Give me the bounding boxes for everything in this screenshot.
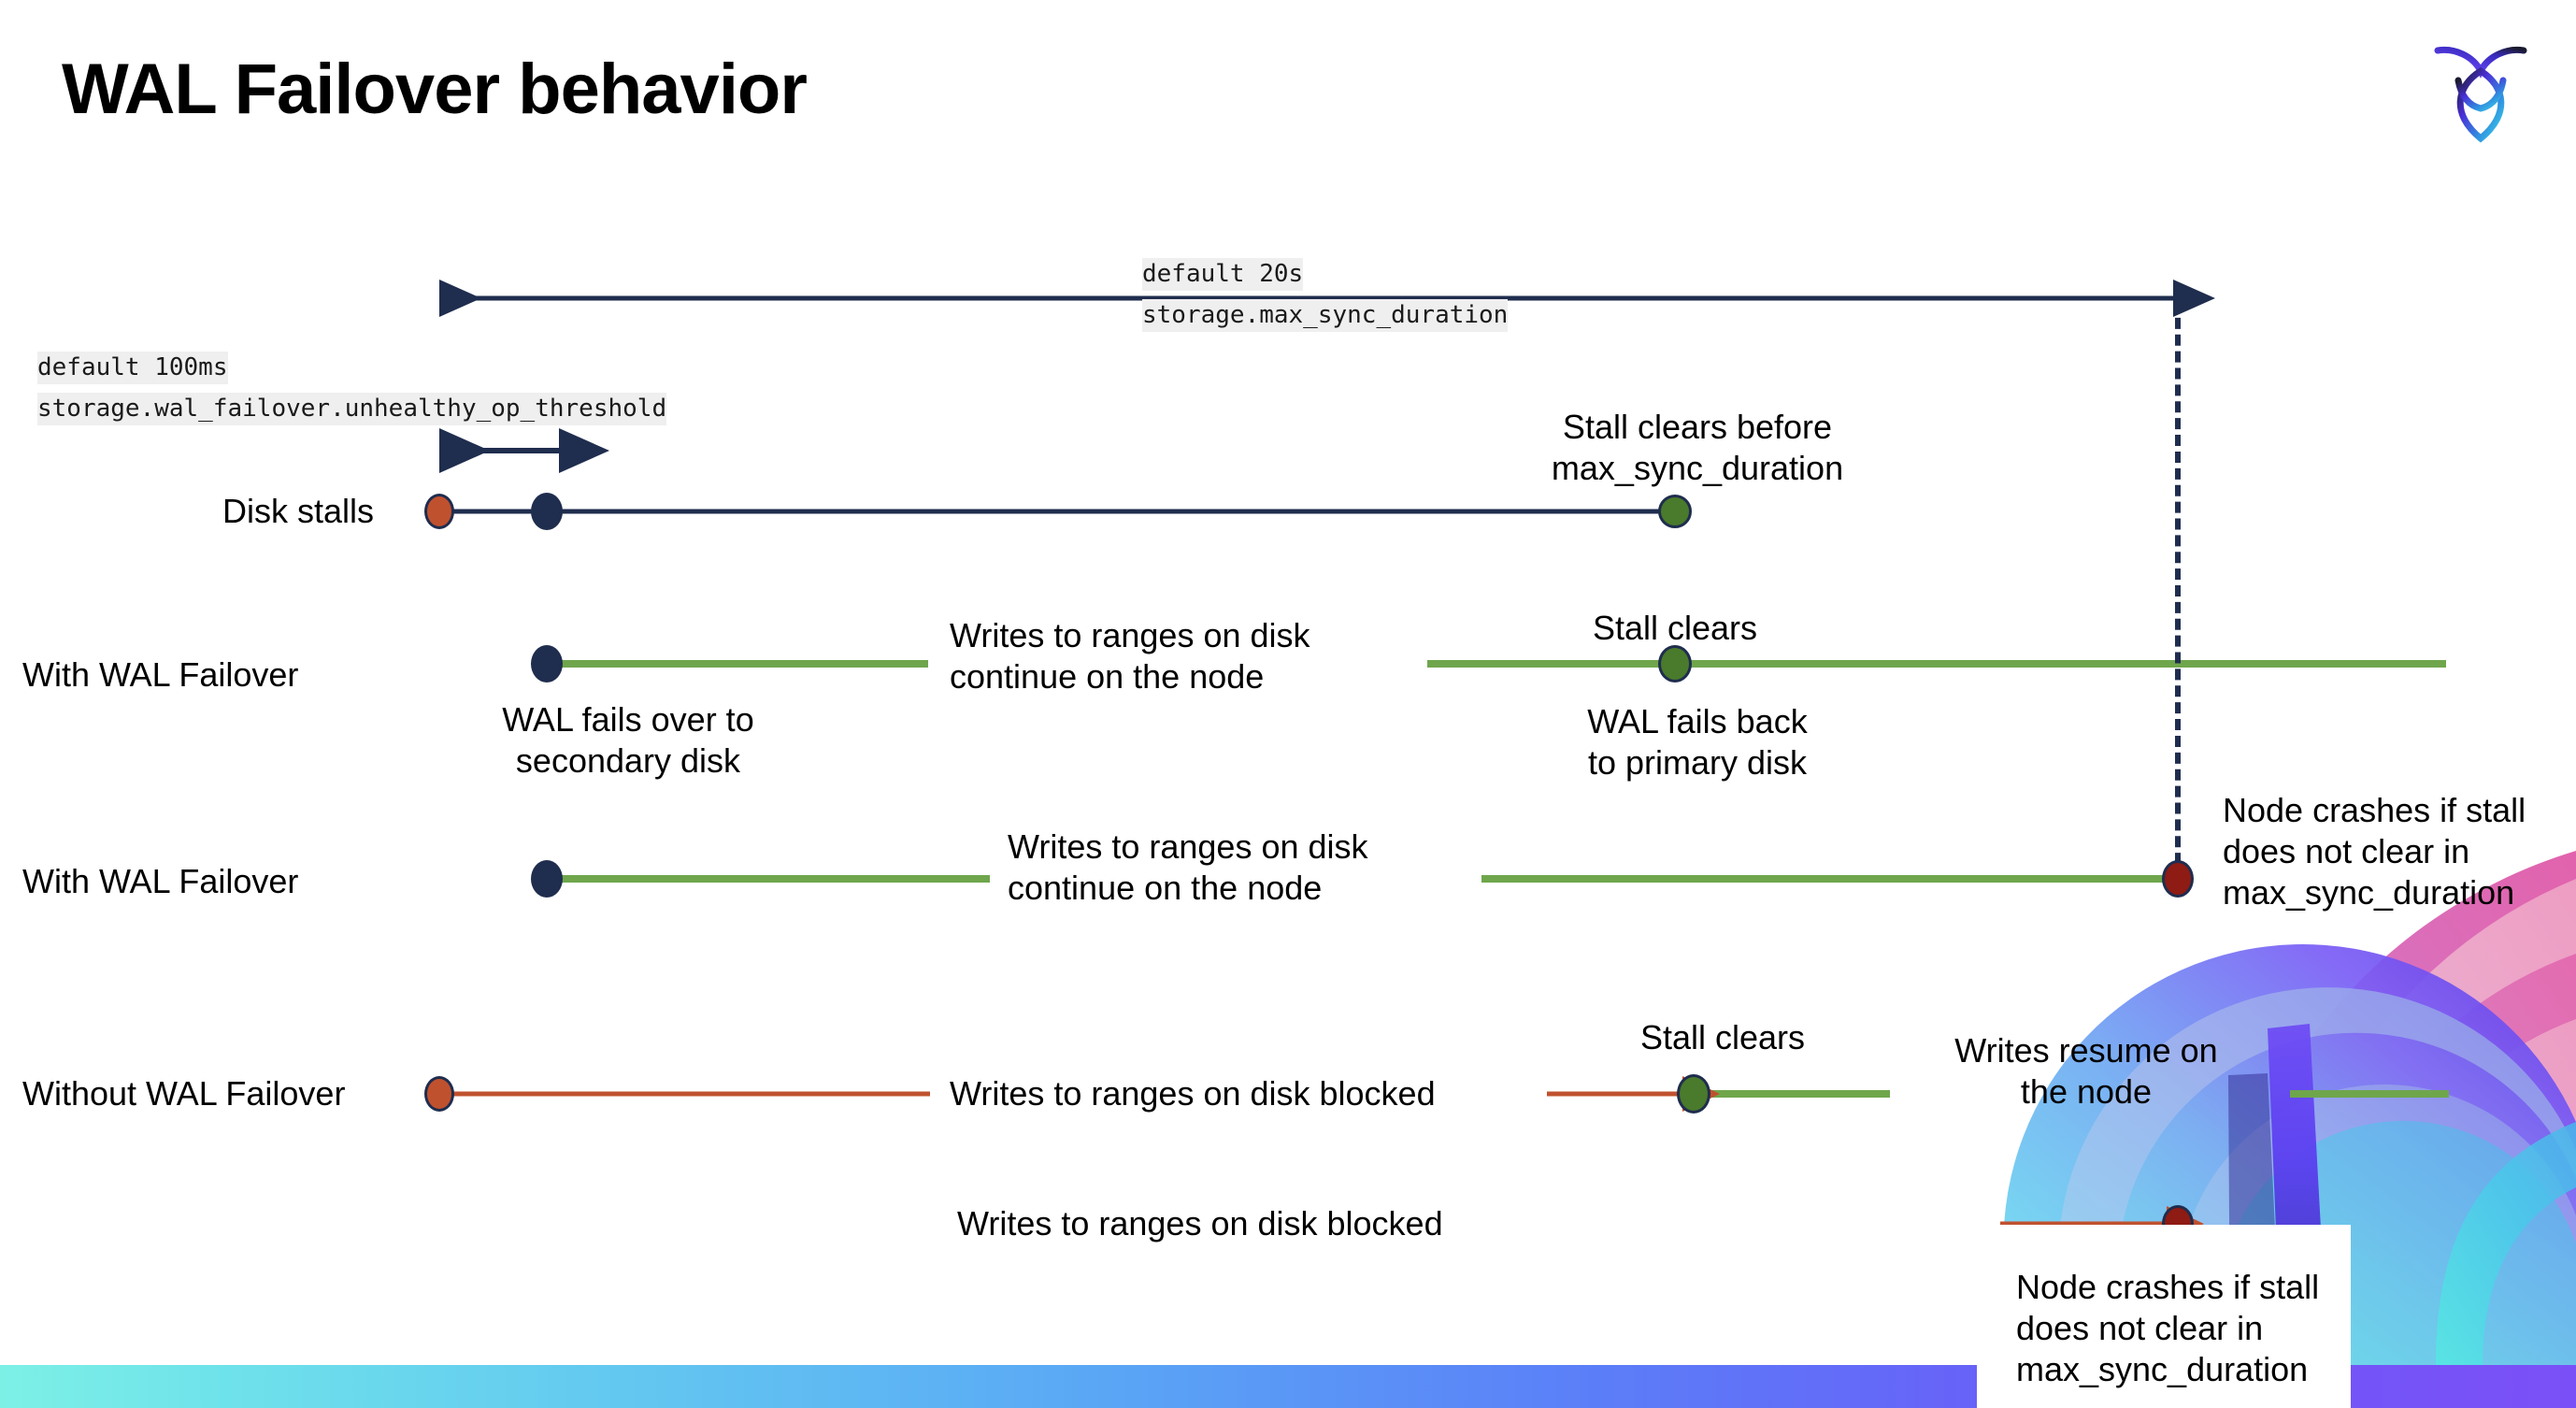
note-writes-blocked-2: Writes to ranges on disk blocked <box>957 1204 1443 1243</box>
row1-navy-line <box>439 509 1678 514</box>
unhealthy-setting-label: storage.wal_failover.unhealthy_op_thresh… <box>37 393 667 426</box>
max-sync-setting-label: storage.max_sync_duration <box>1142 299 1509 333</box>
row-label-with-wal-failover-1: With WAL Failover <box>22 655 299 694</box>
row2-green-line-left <box>547 660 928 668</box>
page-title: WAL Failover behavior <box>62 50 808 129</box>
note-node-crashes-2: Node crashes if stall does not clear in … <box>2016 1268 2320 1388</box>
row3-green-line-right <box>1481 875 2176 883</box>
row3-green-line-left <box>547 875 990 883</box>
note-stall-clears-2: Stall clears <box>1592 609 1758 647</box>
note-stall-clears-before: Stall clears before max_sync_duration <box>1551 408 1844 487</box>
cockroachdb-logo-icon <box>2425 28 2537 146</box>
white-mask-left <box>0 1173 2000 1365</box>
row2-stall-clears-dot <box>1658 645 1692 682</box>
row3-node-crash-dot <box>2162 860 2194 898</box>
note-writes-blocked-1: Writes to ranges on disk blocked <box>950 1074 1436 1113</box>
row2-green-line-right <box>1427 660 2446 668</box>
row-label-without-wal-failover-1: Without WAL Failover <box>22 1074 346 1113</box>
note-wal-fails-back: WAL fails back to primary disk <box>1587 702 1808 782</box>
max-sync-duration-dashed-connector <box>2175 301 2181 881</box>
note-writes-continue-1: Writes to ranges on disk continue on the… <box>950 616 1310 696</box>
row4-stall-clears-dot <box>1677 1074 1710 1113</box>
row4-green-line-right <box>1694 1090 1890 1098</box>
max-sync-default-label: default 20s <box>1142 258 1304 292</box>
note-node-crashes-1: Node crashes if stall does not clear in … <box>2223 791 2526 912</box>
row1-stall-clears-dot <box>1658 495 1692 528</box>
row4-stall-start-dot <box>424 1076 454 1112</box>
row1-stall-start-dot <box>424 494 454 529</box>
note-wal-fails-over: WAL fails over to secondary disk <box>502 700 754 780</box>
note-writes-resume: Writes resume on the node <box>1954 1031 2218 1111</box>
row-label-disk-stalls: Disk stalls <box>222 492 375 530</box>
row4-green-line-far-right <box>2290 1090 2449 1098</box>
row3-failover-dot <box>531 860 563 898</box>
row-label-with-wal-failover-2: With WAL Failover <box>22 862 299 900</box>
unhealthy-default-label: default 100ms <box>37 352 228 385</box>
row4-rust-line-left <box>439 1091 930 1097</box>
note-writes-continue-2: Writes to ranges on disk continue on the… <box>1008 827 1368 907</box>
note-stall-clears-3: Stall clears <box>1639 1018 1806 1056</box>
row2-failover-dot <box>531 645 563 682</box>
row1-threshold-dot <box>531 493 563 530</box>
